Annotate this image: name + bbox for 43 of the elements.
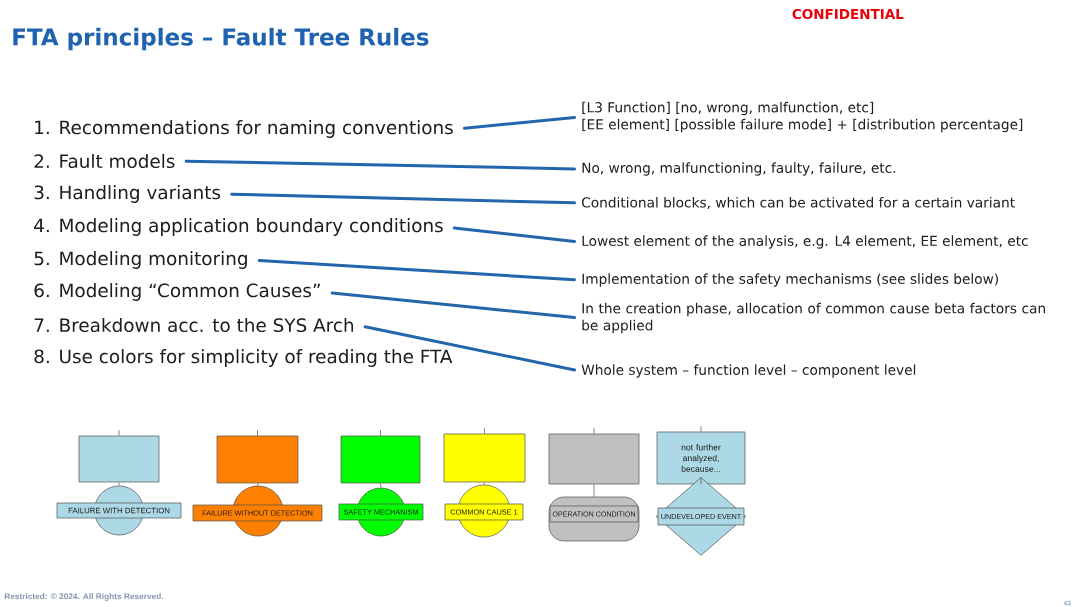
list-item: 3. Handling variants	[34, 185, 221, 203]
event-box	[443, 433, 526, 483]
connector-line	[462, 116, 577, 130]
list-item: 5. Modeling monitoring	[34, 251, 247, 269]
event-box	[340, 435, 421, 484]
list-item: 8. Use colors for simplicity of reading the FTA	[34, 349, 453, 367]
connector-line	[700, 476, 702, 485]
description-text: In the creation phase, allocation of common cause beta factors can be applied	[582, 302, 1045, 334]
description-text: Whole system – function level – component level	[581, 364, 916, 378]
slide-title: FTA principles – Fault Tree Rules	[13, 27, 429, 51]
list-item: 4. Modeling application boundary conditions	[34, 218, 443, 236]
connector-line	[593, 427, 595, 434]
connector-line	[484, 427, 485, 434]
event-box	[548, 433, 640, 485]
connector-line	[184, 159, 576, 171]
connector-line	[257, 483, 259, 486]
event-box	[78, 435, 160, 483]
description-text: [L3 Function] [no, wrong, malfunction, etc] [EE element] [possible failure mode] + [distribution percentage]	[582, 101, 1023, 133]
connector-line	[118, 482, 120, 486]
connector-line	[363, 325, 577, 372]
list-item: 2. Fault models	[34, 153, 175, 169]
connector-line	[380, 429, 381, 436]
description-text: Lowest element of the analysis, e.g. L4 element, EE element, etc	[582, 235, 1028, 249]
connector-line	[452, 226, 577, 243]
list-item: 6. Modeling “Common Causes”	[34, 283, 320, 301]
connector-line	[483, 482, 485, 485]
connector-line	[700, 425, 702, 432]
list-item: 7. Breakdown acc. to the SYS Arch	[34, 317, 354, 333]
connector-line	[593, 484, 595, 497]
connector-line	[230, 192, 576, 205]
description-text: Implementation of the safety mechanisms (see slides below)	[582, 273, 998, 287]
connector-line	[380, 483, 382, 488]
connector-line	[257, 429, 258, 436]
connector-line	[257, 259, 576, 282]
footer-text: Restricted: © 2024. All Rights Reserved.	[4, 593, 164, 601]
connector-line	[330, 291, 577, 319]
event-box: not further analyzed, because...	[656, 431, 746, 485]
description-text: No, wrong, malfunctioning, faulty, failure, etc.	[582, 162, 896, 176]
event-box	[216, 435, 299, 484]
confidential-label: CONFIDENTIAL	[792, 8, 904, 20]
list-item: 1. Recommendations for naming conventions	[35, 120, 453, 138]
connector-line	[118, 429, 120, 436]
description-text: Conditional blocks, which can be activated for a certain variant	[581, 197, 1015, 209]
